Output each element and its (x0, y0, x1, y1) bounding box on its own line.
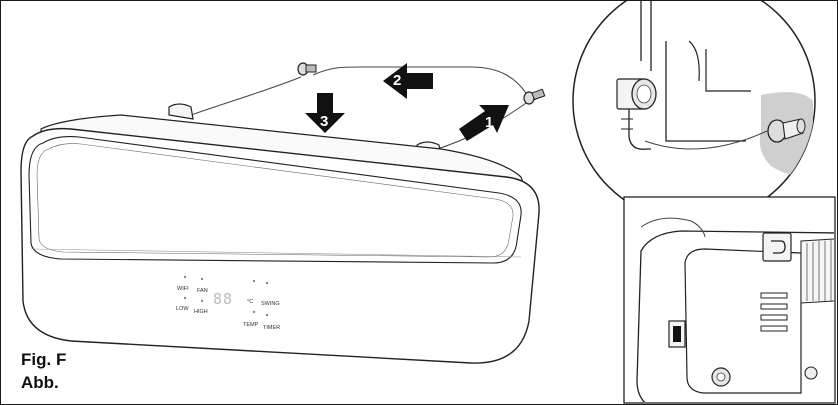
figure-caption-line-2: Abb. (21, 373, 59, 392)
swing-label: SWING (261, 301, 280, 307)
segment-display: 88 (213, 290, 233, 308)
high-label: HIGH (194, 309, 208, 315)
vent-slots (760, 292, 788, 332)
right-screw-icon (523, 88, 546, 105)
control-panel (183, 275, 269, 317)
wire-line-left (185, 76, 302, 118)
power-switch-icon (668, 320, 686, 348)
wall-screw-icon (767, 118, 806, 143)
timer-label: TIMER (263, 325, 280, 331)
step-2-arrow-icon (383, 63, 433, 99)
rear-grille (800, 238, 834, 304)
fan-label: FAN (197, 288, 208, 294)
step-3-label: 3 (320, 113, 328, 130)
mount-peg-icon (616, 78, 657, 110)
temp-label: TEMP (243, 322, 259, 328)
celsius-label: °C (247, 299, 253, 305)
wifi-label: WIFI (177, 286, 189, 292)
figure-caption-line-1: Fig. F (21, 350, 67, 369)
step-1-arrow-icon (459, 105, 509, 141)
detail-circle (572, 1, 816, 223)
detail-inset (623, 196, 836, 404)
knob-icon (711, 367, 731, 387)
wire-line-top (312, 66, 527, 94)
heater-unit (20, 103, 540, 364)
low-label: LOW (176, 306, 189, 312)
hook-icon (762, 232, 792, 262)
step-1-label: 1 (485, 114, 493, 131)
left-mount-bracket (168, 103, 194, 120)
left-screw-icon (297, 62, 317, 76)
step-2-label: 2 (393, 72, 401, 89)
step-3-arrow-icon (305, 93, 345, 133)
